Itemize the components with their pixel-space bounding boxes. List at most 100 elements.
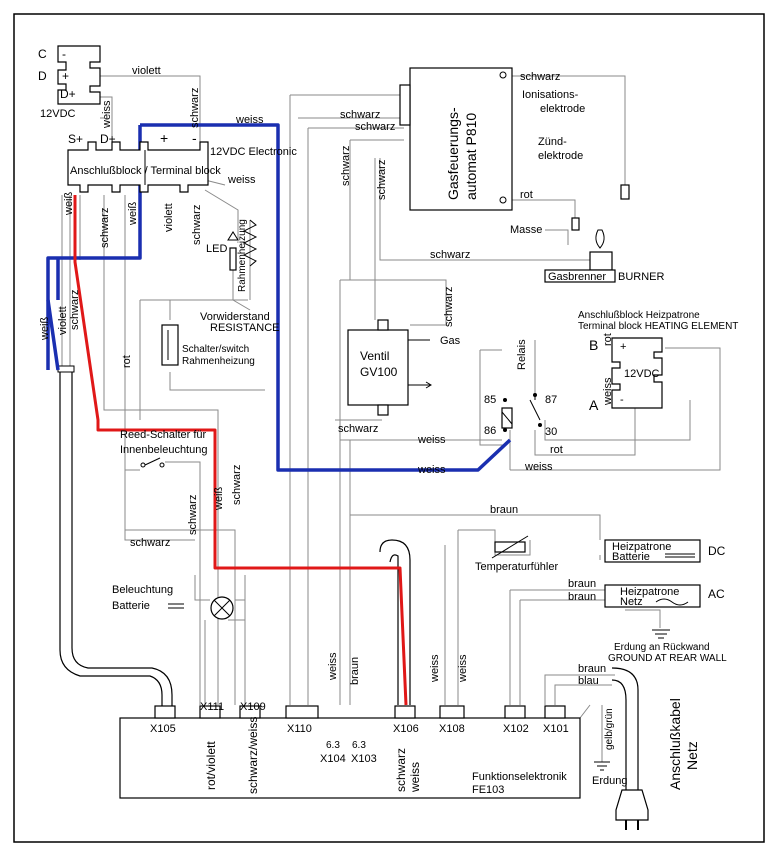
gas-automat-line2: automat P810 xyxy=(463,113,479,200)
led-weiss: weiss xyxy=(227,174,256,186)
masse-label: Masse xyxy=(510,224,542,236)
wire-label: braun xyxy=(568,591,596,603)
conn-x102: X102 xyxy=(503,723,529,735)
heating-terminal-block: Anschlußblock Heizpatrone Terminal block… xyxy=(578,310,738,413)
heating-voltage: 12VDC xyxy=(624,368,660,380)
wire-label: weiss xyxy=(417,434,446,446)
hb-dc: DC xyxy=(708,544,726,558)
rahmenheizung-label: Rahmenheizung xyxy=(237,219,248,292)
wire-label: schwarz xyxy=(376,160,388,200)
conn-x111: X111 xyxy=(200,701,224,713)
wire-label: weiss xyxy=(417,464,446,476)
wire-label: weiss xyxy=(235,114,264,126)
heating-a: A xyxy=(589,397,599,413)
wire-label: rot xyxy=(550,444,563,456)
interior-lamp: Beleuchtung Batterie xyxy=(112,584,234,620)
ground-erdung: Erdung xyxy=(592,761,627,787)
terminal-note: 12VDC Electronic xyxy=(210,146,297,158)
blue-wire xyxy=(140,123,512,472)
fe-x106-b: weiss xyxy=(408,762,422,793)
wire-label: blau xyxy=(578,675,599,687)
fe-name1: Funktionselektronik xyxy=(472,771,567,783)
conn-x104: X104 xyxy=(320,753,346,765)
heizpatrone-batterie: Heizpatrone Batterie DC xyxy=(604,539,726,563)
conn-x106: X106 xyxy=(393,723,419,735)
wire-label: schwarz xyxy=(187,495,199,535)
relais-87: 87 xyxy=(545,394,557,406)
hn-line1: Heizpatrone xyxy=(620,586,679,598)
hn-line2: Netz xyxy=(620,596,643,608)
fe-rot-violett: rot/violett xyxy=(204,741,218,790)
battery-12vdc: C D D+ - + 12VDC xyxy=(38,45,101,120)
wire-label: schwarz xyxy=(355,121,395,133)
reed-line1: Reed-Schalter für xyxy=(120,429,207,441)
gas-automat-line1: Gasfeuerungs- xyxy=(445,107,461,200)
conn-x105: X105 xyxy=(150,723,176,735)
blue-wire xyxy=(46,258,60,371)
conn-x110: X110 xyxy=(287,723,312,735)
terminal-minus: - xyxy=(192,130,197,146)
wire-label: schwarz xyxy=(189,88,201,128)
wire-label: weiss xyxy=(429,654,441,683)
reed-switch: Reed-Schalter für Innenbeleuchtung xyxy=(120,429,207,468)
relais-30: 30 xyxy=(545,426,557,438)
diagram-frame xyxy=(13,13,765,843)
wire-label: weiss xyxy=(524,461,553,473)
beleuchtung-line2: Batterie xyxy=(112,600,150,612)
relay: Relais 85 86 87 30 xyxy=(484,339,557,438)
fe-x106-a: schwarz xyxy=(394,748,408,792)
wire-label: schwarz xyxy=(338,423,378,435)
wire-labels: violett weiss schwarz weiss schwarz schw… xyxy=(39,65,615,750)
ground-line1: Erdung an Rückwand xyxy=(614,642,710,653)
wire-label: weiß xyxy=(127,201,139,226)
electrode-rot: rot xyxy=(520,189,533,201)
mains-plug: Anschlußkabel Netz xyxy=(615,698,700,830)
ground-line2: GROUND AT REAR WALL xyxy=(608,653,727,664)
wire-label: schwarz xyxy=(430,249,470,261)
battery-voltage: 12VDC xyxy=(40,108,76,120)
conn-x109: X109 xyxy=(240,701,266,713)
heizpatrone-netz: Heizpatrone Netz AC xyxy=(604,584,725,608)
resistance-line1: Vorwiderstand xyxy=(200,311,270,323)
ionisation-line2: elektrode xyxy=(540,103,585,115)
battery-plus-label: + xyxy=(62,69,69,83)
heating-b: B xyxy=(589,337,598,353)
wire-label: schwarz xyxy=(130,537,170,549)
wire-label: violett xyxy=(57,306,69,335)
terminal-splus: S+ xyxy=(68,132,83,146)
battery-c-label: C xyxy=(38,47,47,61)
cable-sheaths xyxy=(57,365,639,790)
zuend-line1: Zünd- xyxy=(538,136,567,148)
wire-label: violett xyxy=(132,65,161,77)
reed-line2: Innenbeleuchtung xyxy=(120,444,207,456)
gas-automat: Gasfeuerungs- automat P810 xyxy=(399,67,513,211)
ventil-line2: GV100 xyxy=(360,365,398,379)
electrode-schwarz: schwarz xyxy=(520,71,560,83)
hb-line1: Heizpatrone xyxy=(612,541,671,553)
beleuchtung-line1: Beleuchtung xyxy=(112,584,173,596)
hb-line2: Batterie xyxy=(612,551,650,563)
erdung-label: Erdung xyxy=(592,775,627,787)
wire-label: schwarz xyxy=(231,465,243,505)
heating-plus: + xyxy=(620,341,626,353)
conn-x108: X108 xyxy=(439,723,465,735)
wire-label: gelb/grün xyxy=(604,708,615,750)
wire-label: weiss xyxy=(457,654,469,683)
wire-label: rot xyxy=(121,355,133,368)
battery-d-label: D xyxy=(38,69,47,83)
conn-x101: X101 xyxy=(543,723,569,735)
resistance-line2: RESISTANCE xyxy=(210,322,279,334)
fuse-1: 6.3 xyxy=(326,740,340,751)
wire-label: braun xyxy=(349,657,361,685)
ventil-line1: Ventil xyxy=(360,349,389,363)
battery-dplus-label: D+ xyxy=(60,87,76,101)
temperature-sensor: Temperaturfühler xyxy=(475,535,558,573)
wire-label: schwarz xyxy=(191,205,203,245)
fuse-2: 6.3 xyxy=(352,740,366,751)
terminal-block-name: Anschlußblock / Terminal block xyxy=(70,165,221,177)
led-resistance: LED Rahmenheizung Vorwiderstand RESISTAN… xyxy=(200,174,279,334)
wire-label: schwarz xyxy=(340,109,380,121)
wire-label: schwarz xyxy=(443,287,455,327)
wire-label: braun xyxy=(568,578,596,590)
